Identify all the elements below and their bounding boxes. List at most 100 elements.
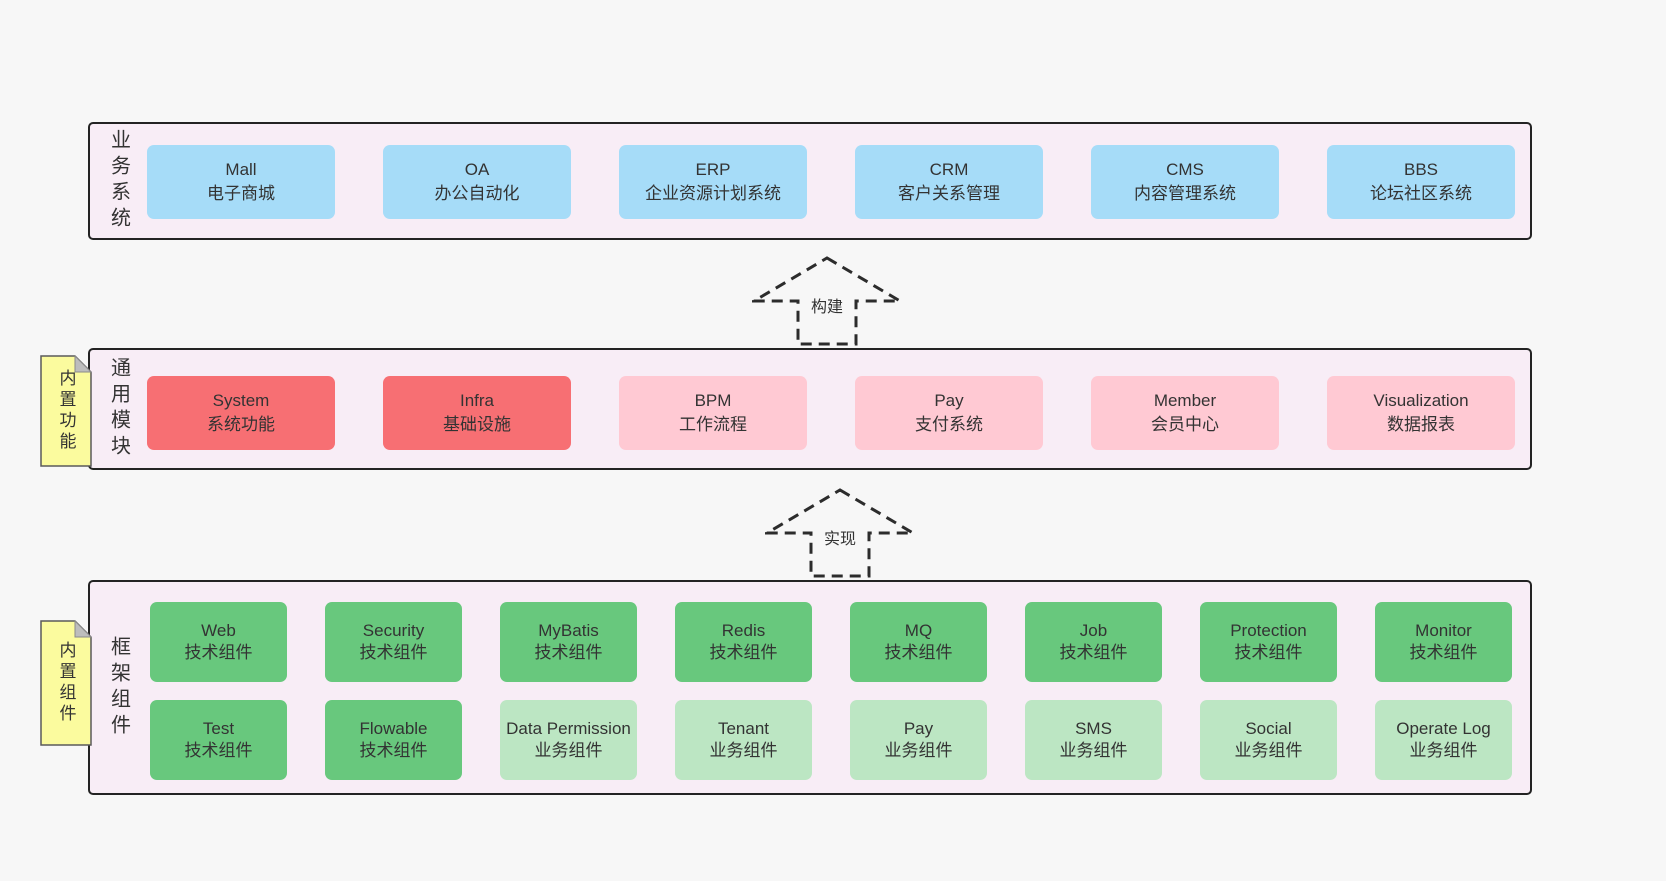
- node-subtitle: 技术组件: [359, 643, 428, 662]
- node-subtitle: 技术组件: [1409, 643, 1478, 662]
- node-subtitle: 技术组件: [1234, 643, 1303, 662]
- node-title: Mall: [225, 160, 257, 179]
- node-subtitle: 业务组件: [1409, 741, 1478, 760]
- node-subtitle: 业务组件: [534, 741, 603, 760]
- node-redis: Redis 技术组件: [675, 602, 812, 682]
- node-pay: Pay 支付系统: [855, 376, 1043, 450]
- builtin-components-note-label: 内置组件: [56, 641, 76, 725]
- build-arrow: 构建: [752, 255, 902, 347]
- node-title: Member: [1153, 391, 1217, 410]
- up-arrow-icon: [765, 488, 915, 578]
- node-subtitle: 技术组件: [884, 643, 953, 662]
- node-title: Data Permission: [506, 719, 631, 738]
- folded-corner-icon: [74, 619, 93, 638]
- node-title: Infra: [459, 391, 495, 410]
- node-title: Security: [362, 621, 425, 640]
- node-title: Monitor: [1415, 621, 1472, 640]
- build-arrow-label: 构建: [807, 293, 847, 317]
- node-title: MyBatis: [538, 621, 599, 640]
- node-title: Tenant: [717, 719, 770, 738]
- node-job: Job 技术组件: [1025, 602, 1162, 682]
- business-section-label: 业务系统: [107, 129, 130, 233]
- node-subtitle: 内容管理系统: [1134, 184, 1236, 203]
- node-crm: CRM 客户关系管理: [855, 145, 1043, 219]
- node-subtitle: 基础设施: [443, 415, 511, 434]
- node-subtitle: 工作流程: [679, 415, 747, 434]
- node-title: CRM: [929, 160, 969, 179]
- node-bbs: BBS 论坛社区系统: [1327, 145, 1515, 219]
- node-pay-component: Pay 业务组件: [850, 700, 987, 780]
- node-title: MQ: [904, 621, 933, 640]
- node-subtitle: 数据报表: [1387, 415, 1455, 434]
- node-title: Social: [1245, 719, 1292, 738]
- node-oa: OA 办公自动化: [383, 145, 571, 219]
- node-title: SMS: [1075, 719, 1112, 738]
- node-web: Web 技术组件: [150, 602, 287, 682]
- node-title: Web: [201, 621, 236, 640]
- node-subtitle: 业务组件: [884, 741, 953, 760]
- node-subtitle: 企业资源计划系统: [645, 184, 781, 203]
- node-subtitle: 业务组件: [709, 741, 778, 760]
- node-title: Protection: [1230, 621, 1307, 640]
- node-subtitle: 技术组件: [709, 643, 778, 662]
- components-row-1: Web 技术组件 Security 技术组件 MyBatis 技术组件 Redi…: [150, 602, 1512, 682]
- sticky-note-icon: [40, 354, 93, 467]
- node-infra: Infra 基础设施: [383, 376, 571, 450]
- node-flowable: Flowable 技术组件: [325, 700, 462, 780]
- node-title: Redis: [721, 621, 766, 640]
- node-title: OA: [464, 160, 490, 179]
- node-title: BBS: [1403, 160, 1439, 179]
- node-title: BPM: [694, 391, 732, 410]
- node-tenant: Tenant 业务组件: [675, 700, 812, 780]
- node-subtitle: 会员中心: [1151, 415, 1219, 434]
- node-mall: Mall 电子商城: [147, 145, 335, 219]
- modules-boxes-row: System 系统功能 Infra 基础设施 BPM 工作流程 Pay 支付系统…: [147, 376, 1515, 450]
- builtin-features-note: 内置功能: [40, 354, 93, 467]
- node-data-permission: Data Permission 业务组件: [500, 700, 637, 780]
- up-arrow-icon: [752, 256, 902, 346]
- node-monitor: Monitor 技术组件: [1375, 602, 1512, 682]
- node-security: Security 技术组件: [325, 602, 462, 682]
- components-section-label: 框架组件: [107, 635, 130, 740]
- business-systems-band: 业务系统 Mall 电子商城 OA 办公自动化 ERP 企业资源计划系统 CRM…: [88, 122, 1532, 240]
- node-title: System: [212, 391, 270, 410]
- node-mq: MQ 技术组件: [850, 602, 987, 682]
- node-erp: ERP 企业资源计划系统: [619, 145, 807, 219]
- framework-components-band: 内置组件 框架组件 Web 技术组件 Security 技术组件 MyBatis…: [40, 580, 1532, 795]
- node-title: Pay: [934, 391, 964, 410]
- node-title: Pay: [903, 719, 934, 738]
- builtin-features-note-label: 内置功能: [56, 369, 76, 453]
- node-protection: Protection 技术组件: [1200, 602, 1337, 682]
- node-bpm: BPM 工作流程: [619, 376, 807, 450]
- builtin-components-note: 内置组件: [40, 619, 93, 746]
- node-system: System 系统功能: [147, 376, 335, 450]
- node-mybatis: MyBatis 技术组件: [500, 602, 637, 682]
- folded-corner-icon: [74, 354, 93, 373]
- node-title: Test: [202, 719, 235, 738]
- node-subtitle: 客户关系管理: [898, 184, 1000, 203]
- common-modules-band: 内置功能 通用模块 System 系统功能 Infra 基础设施 BPM 工作流…: [40, 348, 1532, 470]
- node-title: Operate Log: [1396, 719, 1491, 738]
- node-title: Job: [1079, 621, 1108, 640]
- node-subtitle: 技术组件: [1059, 643, 1128, 662]
- node-subtitle: 论坛社区系统: [1370, 184, 1472, 203]
- node-subtitle: 技术组件: [184, 643, 253, 662]
- node-sms: SMS 业务组件: [1025, 700, 1162, 780]
- business-boxes-row: Mall 电子商城 OA 办公自动化 ERP 企业资源计划系统 CRM 客户关系…: [147, 145, 1515, 219]
- implement-arrow-label: 实现: [820, 525, 860, 549]
- node-title: Visualization: [1373, 391, 1469, 410]
- node-social: Social 业务组件: [1200, 700, 1337, 780]
- components-rows: Web 技术组件 Security 技术组件 MyBatis 技术组件 Redi…: [150, 602, 1512, 780]
- node-subtitle: 技术组件: [359, 741, 428, 760]
- node-title: Flowable: [359, 719, 428, 738]
- modules-section-label: 通用模块: [107, 357, 130, 461]
- node-title: ERP: [695, 160, 731, 179]
- node-subtitle: 业务组件: [1234, 741, 1303, 760]
- node-operate-log: Operate Log 业务组件: [1375, 700, 1512, 780]
- node-subtitle: 技术组件: [184, 741, 253, 760]
- implement-arrow: 实现: [765, 487, 915, 579]
- node-subtitle: 办公自动化: [434, 184, 520, 203]
- components-row-2: Test 技术组件 Flowable 技术组件 Data Permission …: [150, 700, 1512, 780]
- node-subtitle: 电子商城: [207, 184, 275, 203]
